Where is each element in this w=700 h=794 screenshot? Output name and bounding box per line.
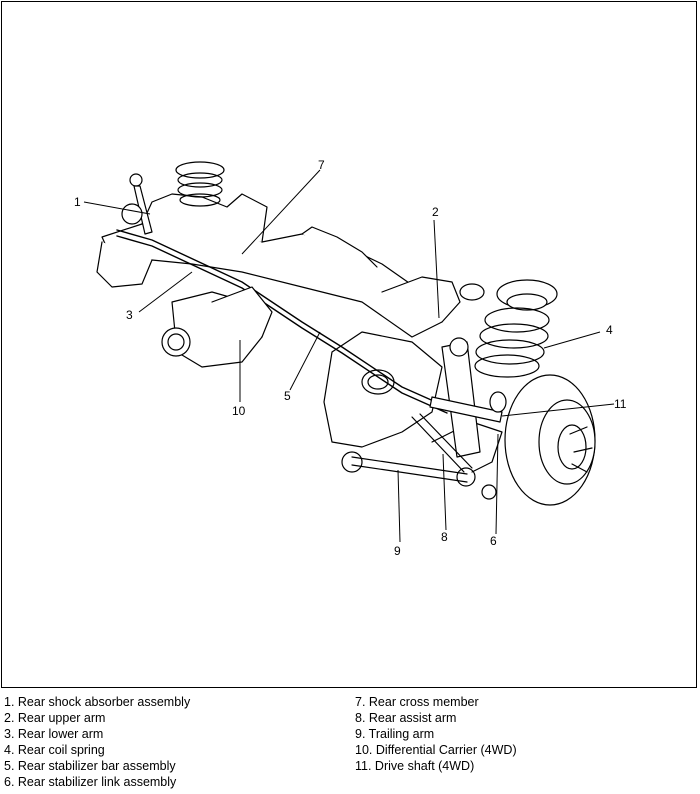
drive-shaft-drawing — [429, 391, 507, 500]
callout-3: 3 — [126, 308, 133, 322]
hub-disc-drawing — [504, 374, 596, 506]
coil-spring-left-drawing — [175, 161, 225, 207]
legend-column-left: 1. Rear shock absorber assembly 2. Rear … — [4, 694, 190, 790]
legend-item: 6. Rear stabilizer link assembly — [4, 775, 177, 789]
trailing-arm-drawing — [341, 413, 476, 487]
legend-item: 8. Rear assist arm — [355, 711, 457, 725]
callout-4: 4 — [606, 323, 613, 337]
callout-7: 7 — [318, 158, 325, 172]
diagram-frame: 1 2 3 4 5 6 7 8 9 10 11 — [1, 1, 697, 688]
legend-item: 4. Rear coil spring — [4, 743, 105, 757]
callout-10: 10 — [232, 404, 246, 418]
shock-absorber-left-drawing — [121, 173, 153, 235]
legend-item: 7. Rear cross member — [355, 695, 479, 709]
callout-8: 8 — [441, 530, 448, 544]
callout-6: 6 — [490, 534, 497, 548]
callout-5: 5 — [284, 389, 291, 403]
cross-member-drawing — [96, 193, 503, 473]
legend-item: 5. Rear stabilizer bar assembly — [4, 759, 176, 773]
shock-absorber-right-drawing — [441, 283, 485, 458]
callout-2: 2 — [432, 205, 439, 219]
leader-lines — [83, 169, 615, 543]
legend-item: 11. Drive shaft (4WD) — [355, 759, 475, 773]
legend-item: 9. Trailing arm — [355, 727, 435, 741]
parts-legend: 1. Rear shock absorber assembly 2. Rear … — [0, 694, 700, 794]
rear-suspension-illustration — [83, 161, 615, 543]
legend-item: 2. Rear upper arm — [4, 711, 106, 725]
legend-item: 3. Rear lower arm — [4, 727, 104, 741]
stabilizer-bar-drawing — [116, 229, 448, 414]
legend-item: 1. Rear shock absorber assembly — [4, 695, 191, 709]
differential-carrier-drawing — [161, 286, 273, 368]
coil-spring-right-drawing — [474, 279, 558, 378]
legend-column-right: 7. Rear cross member 8. Rear assist arm … — [355, 694, 517, 774]
legend-item: 10. Differential Carrier (4WD) — [355, 743, 517, 757]
callout-9: 9 — [394, 544, 401, 558]
callout-1: 1 — [74, 195, 81, 209]
callout-11: 11 — [614, 397, 627, 411]
